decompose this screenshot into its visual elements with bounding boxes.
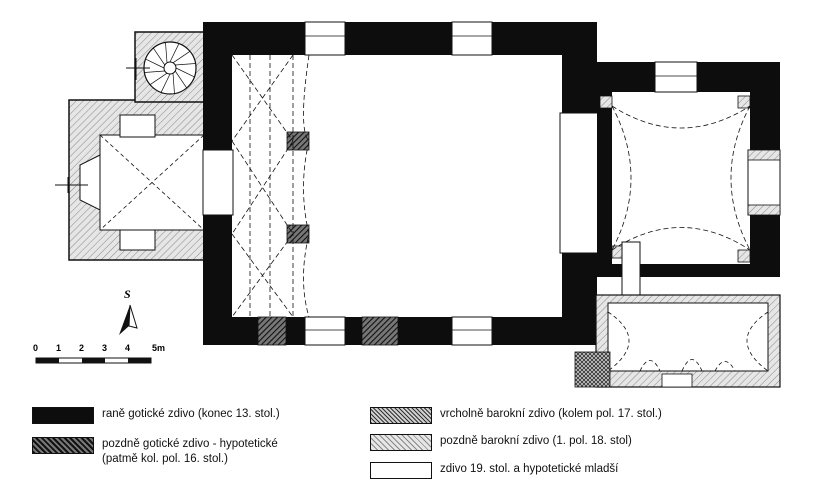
- stair-step: [160, 73, 171, 93]
- stair-step: [153, 47, 166, 66]
- west-annex: [55, 99, 210, 261]
- legend-swatch-solid: [32, 407, 94, 424]
- chancel: [597, 61, 781, 298]
- stair-step: [174, 70, 187, 89]
- legend-swatch-dense-hatch: [32, 437, 94, 454]
- scale-tick-2: 2: [79, 343, 84, 353]
- scale-tick-5: 5m: [152, 343, 165, 353]
- scale-tick-1: 1: [56, 343, 61, 353]
- legend-label: raně gotické zdivo (konec 13. stol.): [102, 408, 280, 420]
- sacristy: [574, 294, 781, 388]
- scale-tick-3: 3: [102, 343, 107, 353]
- legend-swatch-white: [370, 462, 432, 479]
- legend-swatch-cross-hatch: [370, 407, 432, 424]
- stair-step: [149, 72, 168, 85]
- stair-step: [172, 73, 175, 94]
- stair-step: [144, 70, 165, 73]
- stair-step: [175, 63, 196, 66]
- stair-step: [169, 43, 180, 63]
- legend-label: vrcholně barokní zdivo (kolem pol. 17. s…: [440, 408, 662, 420]
- nave: [202, 21, 597, 346]
- north-label: S: [124, 287, 131, 301]
- stair-step: [165, 42, 168, 63]
- legend-item-late-gothic: pozdně gotické zdivo - hypotetické (patm…: [32, 437, 278, 467]
- stair-step: [145, 58, 165, 69]
- legend-label: zdivo 19. stol. a hypotetické mladší: [440, 463, 619, 475]
- legend-label: pozdně barokní zdivo (1. pol. 18. stol): [440, 435, 632, 447]
- legend-label: pozdně gotické zdivo - hypotetické (patm…: [102, 438, 278, 465]
- legend-item-high-baroque: vrcholně barokní zdivo (kolem pol. 17. s…: [370, 407, 662, 424]
- triumphal-arch: [559, 112, 601, 254]
- scale-tick-0: 0: [33, 343, 38, 353]
- north-arrow: S: [119, 287, 138, 335]
- stair-step: [172, 51, 191, 64]
- scale-tick-4: 4: [125, 343, 130, 353]
- floor-plan: S 0 1 2 3 4 5m: [33, 21, 781, 388]
- legend-swatch-light-hatch: [370, 434, 432, 451]
- legend-item-modern: zdivo 19. stol. a hypotetické mladší: [370, 462, 618, 479]
- stair-tower: [126, 31, 206, 103]
- legend-item-late-baroque: pozdně barokní zdivo (1. pol. 18. stol): [370, 434, 632, 451]
- stair-step: [175, 67, 195, 78]
- legend-item-early-gothic: raně gotické zdivo (konec 13. stol.): [32, 407, 280, 424]
- scale-bar: 0 1 2 3 4 5m: [33, 343, 165, 364]
